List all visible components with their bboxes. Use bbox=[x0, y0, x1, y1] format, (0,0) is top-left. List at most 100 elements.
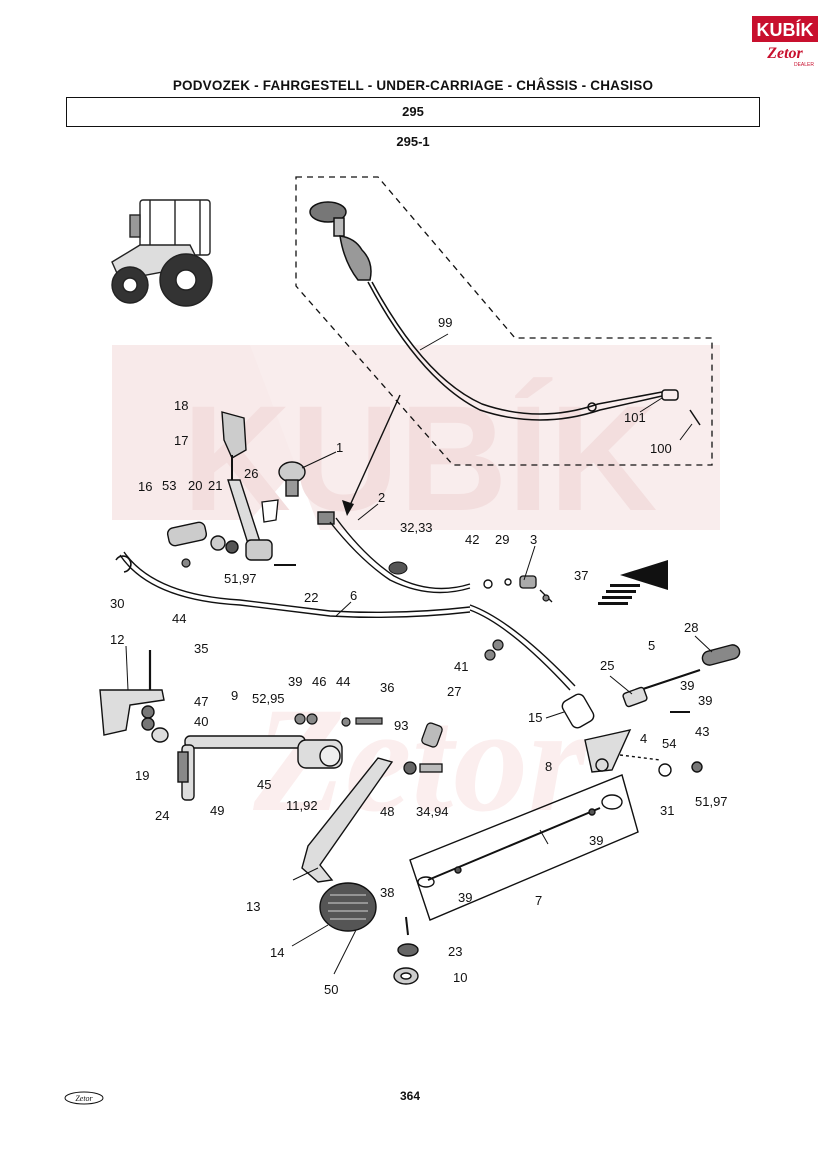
page-number: 364 bbox=[399, 1089, 421, 1103]
gear-lever-cable-99 bbox=[309, 201, 701, 426]
callout-51-97-b: 51,97 bbox=[695, 794, 728, 809]
kubik-zetor-logo: KUBÍK Zetor DEALER bbox=[752, 16, 818, 68]
callout-7: 7 bbox=[535, 893, 542, 908]
callout-4: 4 bbox=[640, 731, 647, 746]
callout-11-92: 11,92 bbox=[286, 798, 318, 813]
pedal-arm-13 bbox=[301, 757, 394, 932]
callout-17: 17 bbox=[174, 433, 188, 448]
section-box bbox=[66, 97, 760, 127]
callout-39-c: 39 bbox=[589, 833, 603, 848]
callout-53: 53 bbox=[162, 478, 176, 493]
callout-37: 37 bbox=[574, 568, 588, 583]
callout-23: 23 bbox=[448, 944, 462, 959]
callout-6: 6 bbox=[350, 588, 357, 603]
callout-47: 47 bbox=[194, 694, 208, 709]
callout-49: 49 bbox=[210, 803, 224, 818]
grommet-1 bbox=[278, 461, 306, 497]
callout-2: 2 bbox=[378, 490, 385, 505]
callout-51-97-a: 51,97 bbox=[224, 571, 257, 586]
bracket-12 bbox=[99, 650, 165, 736]
callout-26: 26 bbox=[244, 466, 258, 481]
fasteners bbox=[181, 558, 550, 727]
callout-10: 10 bbox=[453, 970, 467, 985]
direction-arrow-icon bbox=[598, 560, 668, 605]
callout-52-95: 52,95 bbox=[252, 691, 285, 706]
callout-5: 5 bbox=[648, 638, 655, 653]
callout-20: 20 bbox=[188, 478, 202, 493]
callout-9: 9 bbox=[231, 688, 238, 703]
callout-39-d: 39 bbox=[458, 890, 472, 905]
callout-42: 42 bbox=[465, 532, 479, 547]
callout-54: 54 bbox=[662, 736, 676, 751]
callout-21: 21 bbox=[208, 478, 222, 493]
bolt-27-48 bbox=[403, 722, 443, 775]
circlip-30 bbox=[115, 555, 132, 573]
callout-22: 22 bbox=[304, 590, 318, 605]
lever-assembly-16-17-18 bbox=[166, 411, 296, 566]
callout-15: 15 bbox=[528, 710, 542, 725]
logo-background bbox=[752, 16, 818, 42]
callout-36: 36 bbox=[380, 680, 394, 695]
connection-arrow bbox=[342, 394, 401, 516]
callout-31: 31 bbox=[660, 803, 674, 818]
callout-28: 28 bbox=[684, 620, 698, 635]
zetor-footer-logo: Zetor bbox=[64, 1091, 104, 1105]
callout-24: 24 bbox=[155, 808, 169, 823]
callout-44-b: 44 bbox=[172, 611, 186, 626]
linkage-right bbox=[584, 644, 741, 777]
callout-38: 38 bbox=[380, 885, 394, 900]
watermark-text-top: KUBÍK bbox=[183, 374, 658, 542]
callout-46: 46 bbox=[312, 674, 326, 689]
callout-41: 41 bbox=[454, 659, 468, 674]
logo-brand-text: KUBÍK bbox=[757, 19, 814, 40]
callout-43: 43 bbox=[695, 724, 709, 739]
rod-assembly-7 bbox=[409, 774, 639, 921]
tractor-illustration bbox=[111, 199, 213, 307]
callout-27: 27 bbox=[447, 684, 461, 699]
footer-logo-text: Zetor bbox=[75, 1094, 93, 1103]
page-title: PODVOZEK - FAHRGESTELL - UNDER-CARRIAGE … bbox=[172, 78, 654, 93]
cable-6 bbox=[119, 551, 595, 729]
callout-14: 14 bbox=[270, 945, 284, 960]
callout-18: 18 bbox=[174, 398, 188, 413]
callout-30: 30 bbox=[110, 596, 124, 611]
callout-16: 16 bbox=[138, 479, 152, 494]
callout-13: 13 bbox=[246, 899, 260, 914]
callout-39-e: 39 bbox=[680, 678, 694, 693]
callout-93: 93 bbox=[394, 718, 408, 733]
callout-19: 19 bbox=[135, 768, 149, 783]
watermark: KUBÍK Zetor bbox=[112, 345, 720, 843]
callout-50: 50 bbox=[324, 982, 338, 997]
logo-dealer-text: DEALER bbox=[794, 62, 814, 68]
callout-40: 40 bbox=[194, 714, 208, 729]
callout-44-a: 44 bbox=[336, 674, 350, 689]
callout-101: 101 bbox=[624, 410, 646, 425]
callout-25: 25 bbox=[600, 658, 614, 673]
washer-32-33 bbox=[388, 561, 408, 575]
callouts bbox=[125, 333, 713, 975]
callout-29: 29 bbox=[495, 532, 509, 547]
shift-cable-2 bbox=[317, 511, 512, 594]
callout-8: 8 bbox=[545, 759, 552, 774]
callout-labels: 1 2 3 4 5 6 7 8 9 10 11,92 12 13 14 15 1… bbox=[110, 315, 728, 997]
callout-34-94: 34,94 bbox=[416, 804, 449, 819]
callout-3: 3 bbox=[530, 532, 537, 547]
bushing-stack-23-10 bbox=[393, 916, 419, 985]
callout-39-b: 39 bbox=[698, 693, 712, 708]
subsection-number: 295-1 bbox=[396, 134, 430, 149]
callout-12: 12 bbox=[110, 632, 124, 647]
section-number: 295 bbox=[402, 104, 424, 119]
callout-45: 45 bbox=[257, 777, 271, 792]
callout-39-a: 39 bbox=[288, 674, 302, 689]
callout-1: 1 bbox=[336, 440, 343, 455]
callout-48: 48 bbox=[380, 804, 394, 819]
logo-sub-text: Zetor bbox=[766, 45, 803, 62]
shaft-9 bbox=[151, 727, 343, 801]
callout-99: 99 bbox=[438, 315, 452, 330]
clip-26 bbox=[261, 499, 279, 523]
callout-100: 100 bbox=[650, 441, 672, 456]
dashed-boundary bbox=[295, 176, 713, 466]
callout-35: 35 bbox=[194, 641, 208, 656]
callout-32-33: 32,33 bbox=[400, 520, 433, 535]
